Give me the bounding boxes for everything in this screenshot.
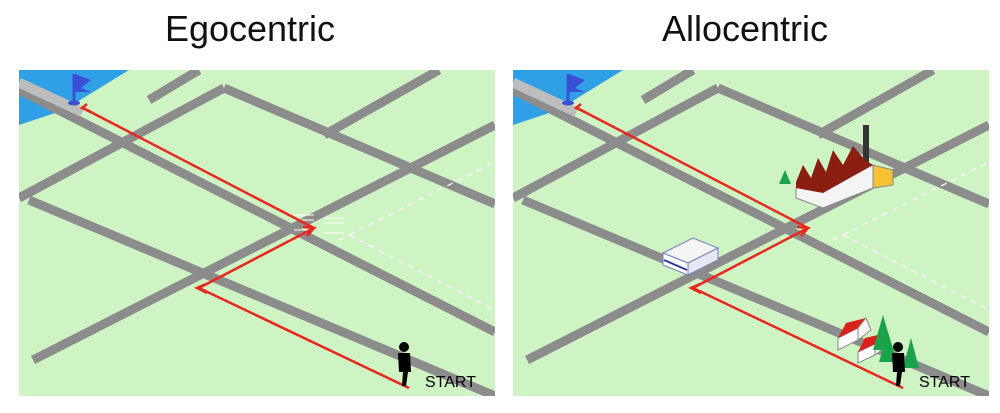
route-arrow-1 [688, 282, 702, 295]
route-arrow-3 [79, 103, 92, 114]
office-building-icon [661, 237, 720, 276]
start-label: START [425, 374, 476, 391]
route-arrow-2 [302, 225, 317, 237]
bridge [19, 78, 85, 117]
bridge [513, 78, 579, 117]
road-dashes [338, 161, 495, 311]
egocentric-title: Egocentric [164, 8, 336, 49]
walker-icon [398, 342, 411, 386]
route-path [82, 106, 410, 390]
house-icon [837, 317, 872, 351]
walker-icon [892, 342, 905, 386]
grass-background [513, 70, 989, 396]
grass-background [19, 70, 495, 396]
tree-icon [779, 170, 791, 184]
route-path [576, 106, 904, 390]
goal-flag-icon [562, 74, 585, 106]
route-arrow-3 [573, 103, 586, 114]
route-arrow-2 [796, 225, 811, 237]
route-arrow-1 [194, 282, 208, 295]
goal-flag-icon [68, 74, 91, 106]
crosswalk [294, 214, 344, 234]
allocentric-title: Allocentric [661, 8, 829, 49]
egocentric-map: START [19, 70, 495, 396]
factory-icon [795, 125, 894, 209]
road-dashes [832, 161, 989, 311]
start-label: START [919, 374, 970, 391]
allocentric-map: START [513, 70, 989, 396]
